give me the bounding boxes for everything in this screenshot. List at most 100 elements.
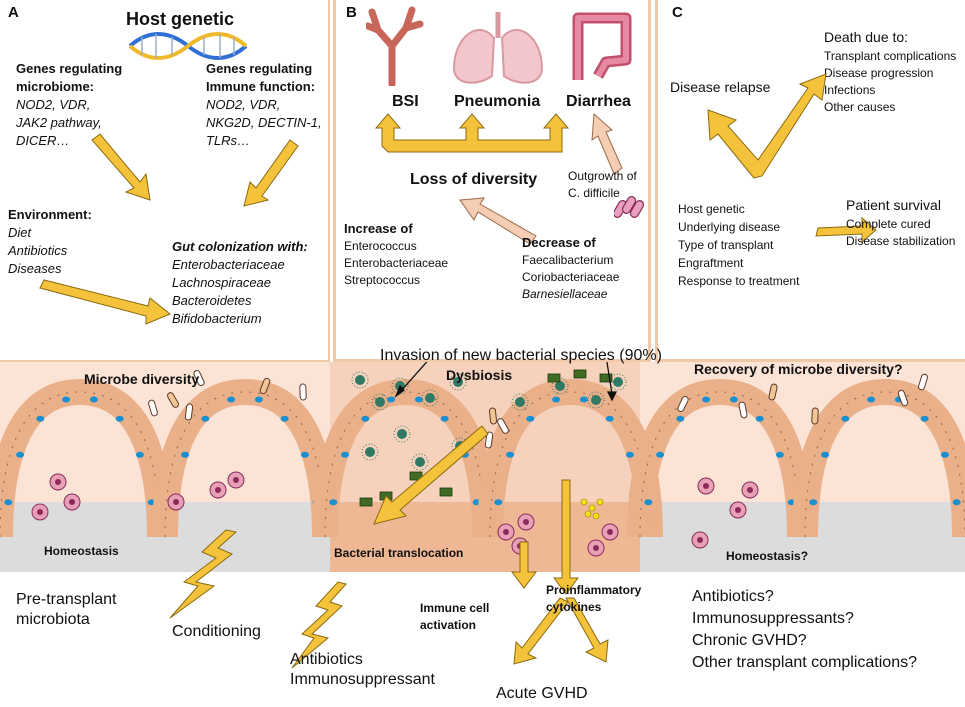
- bacterium-rod-icon: [768, 383, 778, 401]
- nucleus-icon: [329, 499, 338, 506]
- pathogen-icon: [365, 447, 375, 457]
- nucleus-icon: [36, 415, 45, 422]
- arrow-icon: [565, 597, 609, 663]
- bacterium-rod-icon: [677, 396, 689, 412]
- bacterium-rod-icon: [738, 401, 748, 419]
- outcome-factors-list: Host genetic Underlying disease Type of …: [678, 202, 800, 288]
- nucleus-icon: [341, 451, 350, 458]
- cell-nucleus-icon: [215, 487, 221, 493]
- bacterium-rod-icon: [184, 403, 194, 421]
- colon-icon: [572, 12, 632, 80]
- green-bacteria-icon: [409, 471, 423, 481]
- villus-epithelium: [792, 378, 965, 538]
- panel-a: A Host genetic Genes regulating microbio…: [0, 0, 330, 362]
- bacterium-rod-icon: [259, 377, 271, 395]
- bacterium-rod-icon: [299, 383, 307, 401]
- loss-of-diversity: Loss of diversity: [410, 171, 538, 188]
- gut-tissue-illustration: [0, 362, 965, 669]
- conditioning-label: Conditioning: [172, 623, 261, 640]
- nucleus-icon: [702, 396, 711, 403]
- decrease-list: Faecalibacterium Coriobacteriaceae Barne…: [522, 253, 620, 301]
- outgrowth-c-difficile: Outgrowth of C. difficile: [568, 169, 637, 200]
- nucleus-icon: [440, 415, 449, 422]
- homeostasis-label: Homeostasis: [44, 544, 119, 558]
- pathogen-spikes-icon: [391, 377, 409, 395]
- nucleus-icon: [940, 451, 949, 458]
- pathogen-spikes-icon: [511, 393, 529, 411]
- cell-nucleus-icon: [593, 545, 599, 551]
- pathogen-spikes-icon: [351, 371, 369, 389]
- cytokine-dot-icon: [580, 498, 588, 506]
- immune-genes-list: NOD2, VDR, NKG2D, DECTIN-1, TLRs…: [206, 97, 322, 148]
- pathogen-spikes-icon: [393, 425, 411, 443]
- open-questions-list: Antibiotics? Immunosuppressants? Chronic…: [692, 588, 917, 671]
- pathogen-icon: [425, 393, 435, 403]
- pathogen-icon: [355, 375, 365, 385]
- nucleus-icon: [605, 415, 614, 422]
- cell-nucleus-icon: [233, 477, 239, 483]
- increase-heading: Increase of: [344, 221, 413, 236]
- pointer-line: [606, 362, 613, 395]
- decrease-heading: Decrease of: [522, 235, 596, 250]
- survival-list: Complete cured Disease stabilization: [846, 217, 956, 248]
- cytokine-dot-icon: [596, 498, 604, 506]
- nucleus-icon: [644, 499, 653, 506]
- homeostasis-question-label: Homeostasis?: [726, 549, 809, 563]
- villus-epithelium: [627, 378, 813, 538]
- pathogen-spikes-icon: [361, 443, 379, 461]
- panel-label: A: [8, 4, 19, 21]
- death-heading: Death due to:: [824, 29, 909, 45]
- cell-nucleus-icon: [697, 537, 703, 543]
- translocation-arrow-icon: [373, 425, 489, 525]
- immune-arrow-icon: [511, 541, 537, 589]
- pathogen-icon: [613, 377, 623, 387]
- cell-nucleus-icon: [503, 529, 509, 535]
- nucleus-icon: [89, 396, 98, 403]
- gut-colonization-heading: Gut colonization with:: [172, 239, 308, 254]
- bacterium-rod-icon: [148, 399, 158, 417]
- panel-label: C: [672, 4, 683, 21]
- pathogen-spikes-icon: [421, 389, 439, 407]
- nucleus-icon: [729, 396, 738, 403]
- fork-arrow-icon: [707, 73, 827, 179]
- panel-c: C Death due to: Transplant complications…: [655, 0, 965, 362]
- green-bacteria-icon: [573, 369, 587, 379]
- bacterium-rod-icon: [897, 389, 909, 407]
- lightning-icon: [169, 529, 238, 619]
- bacterium-rod-icon: [484, 431, 494, 449]
- pathogen-icon: [591, 395, 601, 405]
- pathogen-spikes-icon: [551, 377, 569, 395]
- pointer-line: [399, 362, 428, 393]
- organ-diarrhea: Diarrhea: [566, 93, 631, 110]
- pathogen-spikes-icon: [449, 373, 467, 391]
- gut-colonization-list: Enterobacteriaceae Lachnospiraceae Bacte…: [172, 257, 285, 326]
- nucleus-icon: [227, 396, 236, 403]
- green-bacteria-icon: [359, 497, 373, 507]
- pathogen-spikes-icon: [371, 393, 389, 411]
- green-bacteria-icon: [439, 487, 453, 497]
- nucleus-icon: [4, 499, 13, 506]
- microbiome-genes-heading: Genes regulating microbiome:: [16, 61, 123, 94]
- lungs-icon: [452, 12, 544, 84]
- cell-nucleus-icon: [735, 507, 741, 513]
- nucleus-icon: [494, 499, 503, 506]
- microbe-diversity-label: Microbe diversity: [84, 371, 200, 387]
- nucleus-icon: [16, 451, 25, 458]
- nucleus-icon: [254, 396, 263, 403]
- nucleus-icon: [181, 451, 190, 458]
- host-genetic-title: Host genetic: [126, 9, 235, 29]
- cytokine-dot-icon: [592, 512, 600, 520]
- antibiotics-label: Antibiotics Immunosuppressant: [290, 651, 435, 688]
- nucleus-icon: [867, 396, 876, 403]
- pathogen-icon: [453, 377, 463, 387]
- cytokines-label: Proinflammatory cytokines: [546, 583, 642, 614]
- nucleus-icon: [676, 415, 685, 422]
- nucleus-icon: [115, 415, 124, 422]
- death-causes-list: Transplant complications Disease progres…: [824, 49, 957, 114]
- pathogen-spikes-icon: [587, 391, 605, 409]
- cell-nucleus-icon: [607, 529, 613, 535]
- pathogen-icon: [397, 429, 407, 439]
- nucleus-icon: [414, 396, 423, 403]
- bacterium-rod-icon: [497, 418, 509, 434]
- pointer-head: [394, 384, 405, 398]
